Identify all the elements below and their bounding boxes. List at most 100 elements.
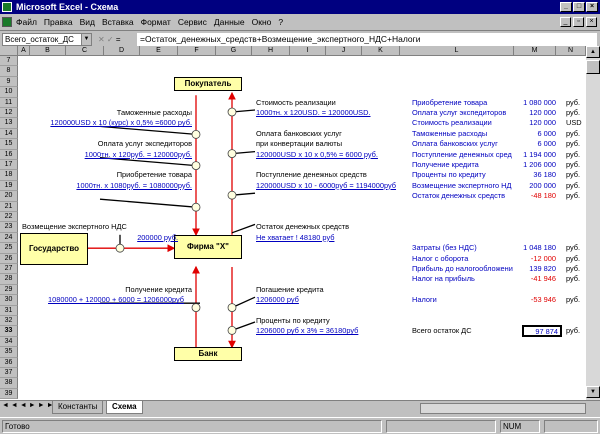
row-header-36[interactable]: 36 bbox=[0, 357, 18, 368]
row-header-12[interactable]: 12 bbox=[0, 108, 18, 119]
right-note-calc-2[interactable]: 120000USD х 10 - 6000руб = 1194000руб bbox=[256, 180, 397, 190]
tab-constants[interactable]: Константы bbox=[52, 401, 104, 414]
menu-item-6[interactable]: Данные bbox=[213, 17, 245, 27]
column-header-D[interactable]: D bbox=[104, 46, 140, 56]
vertical-scrollbar[interactable]: ▲ ▼ bbox=[586, 46, 600, 400]
chevron-down-icon[interactable]: ▼ bbox=[81, 34, 91, 45]
row-header-11[interactable]: 11 bbox=[0, 97, 18, 108]
column-header-J[interactable]: J bbox=[326, 46, 362, 56]
scroll-down-button[interactable]: ▼ bbox=[586, 386, 600, 398]
row-header-10[interactable]: 10 bbox=[0, 87, 18, 98]
left-note-calc-4[interactable]: 1080000 + 120000 + 6000 = 1206000руб bbox=[48, 295, 184, 305]
summary-label-1: Оплата услуг экспедиторов bbox=[412, 108, 507, 117]
row-header-20[interactable]: 20 bbox=[0, 191, 18, 202]
left-note-calc-3[interactable]: 200000 руб. bbox=[137, 232, 178, 242]
column-header-L[interactable]: L bbox=[400, 46, 514, 56]
firm-box: Фирма "Х" bbox=[174, 234, 242, 259]
row-header-37[interactable]: 37 bbox=[0, 368, 18, 379]
row-header-21[interactable]: 21 bbox=[0, 201, 18, 212]
column-header-M[interactable]: M bbox=[514, 46, 556, 56]
tab-scroll-buttons[interactable]: ◄◄◄►►► bbox=[2, 402, 56, 409]
right-note-calc-1[interactable]: 120000USD х 10 х 0,5% = 6000 руб. bbox=[256, 149, 378, 159]
summary-value-5: 1 194 000 bbox=[523, 149, 556, 159]
minimize-button[interactable]: _ bbox=[560, 2, 572, 12]
row-header-9[interactable]: 9 bbox=[0, 76, 18, 88]
menu-item-5[interactable]: Сервис bbox=[177, 17, 207, 27]
row-header-7[interactable]: 7 bbox=[0, 56, 18, 67]
row-header-14[interactable]: 14 bbox=[0, 128, 18, 140]
menu-item-7[interactable]: Окно bbox=[251, 17, 272, 27]
tab-scheme[interactable]: Схема bbox=[106, 401, 143, 414]
column-header-B[interactable]: B bbox=[30, 46, 66, 56]
row-header-23[interactable]: 23 bbox=[0, 222, 18, 233]
right-note-calc-4[interactable]: 1206000 руб bbox=[256, 295, 299, 305]
doc-restore-button[interactable]: ▫ bbox=[573, 17, 584, 27]
row-header-15[interactable]: 15 bbox=[0, 139, 18, 150]
taxes-unit: руб. bbox=[566, 295, 581, 305]
formula-input[interactable]: =Остаток_денежных_средств+Возмещение_экс… bbox=[137, 33, 597, 46]
column-header-K[interactable]: K bbox=[362, 46, 400, 56]
column-header-A[interactable]: A bbox=[18, 46, 30, 56]
summary-unit-8: руб. bbox=[566, 180, 581, 190]
row-header-17[interactable]: 17 bbox=[0, 160, 18, 171]
right-note-calc-3[interactable]: Не хватает ! 48180 руб bbox=[256, 232, 335, 242]
row-header-16[interactable]: 16 bbox=[0, 149, 18, 160]
doc-minimize-button[interactable]: _ bbox=[560, 17, 571, 27]
workbook-icon[interactable] bbox=[2, 17, 12, 27]
equals-sign[interactable]: = bbox=[115, 35, 121, 44]
column-header-I[interactable]: I bbox=[290, 46, 326, 56]
close-button[interactable]: × bbox=[586, 2, 598, 12]
row-header-8[interactable]: 8 bbox=[0, 66, 18, 77]
horizontal-scrollbar[interactable] bbox=[420, 403, 586, 414]
column-header-G[interactable]: G bbox=[216, 46, 252, 56]
row-header-26[interactable]: 26 bbox=[0, 253, 18, 264]
name-box[interactable]: Всего_остаток_ДС ▼ bbox=[2, 33, 92, 46]
node-sales bbox=[227, 107, 237, 117]
right-note-label-0: Стоимость реализации bbox=[256, 97, 336, 107]
row-header-34[interactable]: 34 bbox=[0, 336, 18, 348]
scroll-thumb[interactable] bbox=[586, 60, 600, 74]
summary2-unit-3: руб. bbox=[566, 274, 581, 284]
column-header-H[interactable]: H bbox=[252, 46, 290, 56]
row-header-19[interactable]: 19 bbox=[0, 180, 18, 192]
leader-customs bbox=[99, 125, 197, 136]
doc-close-button[interactable]: × bbox=[586, 17, 597, 27]
right-note-calc-5[interactable]: 1206000 руб х 3% = 36180руб bbox=[256, 326, 359, 336]
maximize-button[interactable]: □ bbox=[573, 2, 585, 12]
row-header-13[interactable]: 13 bbox=[0, 118, 18, 129]
column-header-C[interactable]: C bbox=[66, 46, 104, 56]
menu-item-4[interactable]: Формат bbox=[140, 17, 171, 27]
column-header-F[interactable]: F bbox=[178, 46, 216, 56]
row-header-33[interactable]: 33 bbox=[0, 326, 18, 337]
row-header-27[interactable]: 27 bbox=[0, 264, 18, 275]
menu-item-8[interactable]: ? bbox=[278, 17, 284, 27]
row-header-28[interactable]: 28 bbox=[0, 274, 18, 285]
scroll-up-button[interactable]: ▲ bbox=[586, 46, 600, 58]
row-header-24[interactable]: 24 bbox=[0, 232, 18, 244]
row-header-38[interactable]: 38 bbox=[0, 378, 18, 389]
row-header-32[interactable]: 32 bbox=[0, 316, 18, 327]
row-header-35[interactable]: 35 bbox=[0, 347, 18, 358]
taxes-label: Налоги bbox=[412, 295, 437, 305]
row-header-25[interactable]: 25 bbox=[0, 243, 18, 254]
column-header-E[interactable]: E bbox=[140, 46, 178, 56]
total-value-cell[interactable]: 97 874 bbox=[522, 325, 562, 338]
row-header-22[interactable]: 22 bbox=[0, 212, 18, 223]
row-header-18[interactable]: 18 bbox=[0, 170, 18, 181]
row-header-30[interactable]: 30 bbox=[0, 295, 18, 306]
row-header-31[interactable]: 31 bbox=[0, 305, 18, 316]
menu-item-1[interactable]: Правка bbox=[43, 17, 73, 27]
left-note-calc-2[interactable]: 1000тн. х 1080руб. = 1080000руб. bbox=[76, 180, 192, 190]
menu-item-3[interactable]: Вставка bbox=[102, 17, 134, 27]
menu-item-2[interactable]: Вид bbox=[79, 17, 96, 27]
menu-item-0[interactable]: Файл bbox=[16, 17, 37, 27]
row-header-39[interactable]: 39 bbox=[0, 388, 18, 400]
left-note-calc-1[interactable]: 1000тн. х 120руб. = 120000руб. bbox=[84, 149, 192, 159]
left-note-calc-0[interactable]: 120000USD х 10 (курс) х 0,5% =6000 руб. bbox=[50, 118, 192, 128]
column-header-N[interactable]: N bbox=[556, 46, 586, 56]
select-all-corner[interactable] bbox=[0, 46, 18, 56]
row-header-29[interactable]: 29 bbox=[0, 284, 18, 296]
summary2-value-3: -41 946 bbox=[530, 274, 556, 284]
right-note-calc-0[interactable]: 1000тн. х 120USD. = 120000USD. bbox=[256, 108, 371, 117]
